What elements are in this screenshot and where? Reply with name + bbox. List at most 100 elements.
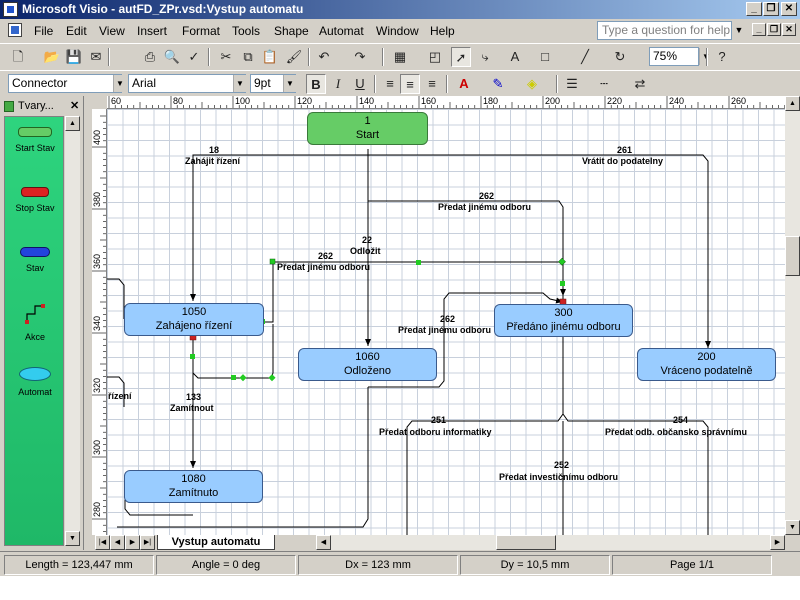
node-1080[interactable]: 1080 Zamítnuto — [124, 470, 263, 503]
line-tool-icon[interactable]: ╱ — [581, 49, 589, 64]
vertical-scrollbar[interactable]: ▲ ▼ — [785, 96, 800, 535]
horizontal-scrollbar[interactable]: ◀ ▶ — [316, 535, 785, 550]
master-label: Automat — [18, 387, 52, 397]
restore-button[interactable]: ❐ — [763, 2, 779, 16]
visio-app-icon[interactable] — [3, 2, 18, 17]
menu-view[interactable]: View — [99, 24, 125, 38]
ask-dropdown-icon[interactable]: ▼ — [734, 25, 744, 35]
cut-icon[interactable]: ✂ — [220, 49, 232, 64]
horizontal-scroll-thumb[interactable] — [496, 535, 556, 550]
menu-insert[interactable]: Insert — [137, 24, 168, 38]
underline-button[interactable]: U — [355, 76, 365, 91]
rotate-icon[interactable]: ↻ — [614, 49, 626, 64]
master-start-stav[interactable]: Start Stav — [5, 127, 65, 153]
size-dropdown-icon[interactable]: ▼ — [283, 75, 296, 92]
menu-window[interactable]: Window — [376, 24, 419, 38]
style-dropdown-icon[interactable]: ▼ — [113, 75, 126, 92]
scroll-left-icon[interactable]: ◀ — [316, 535, 331, 550]
doc-restore-button[interactable]: ❐ — [767, 23, 781, 36]
menu-format[interactable]: Format — [182, 24, 221, 38]
menu-automat[interactable]: Automat — [319, 24, 364, 38]
menu-shape[interactable]: Shape — [274, 24, 309, 38]
next-page-icon[interactable]: ▶ — [125, 535, 140, 550]
style-combo[interactable]: Connector — [8, 74, 122, 93]
connector-254 — [562, 413, 709, 535]
scroll-up-icon[interactable]: ▲ — [785, 96, 800, 111]
zoom-combo[interactable]: 75% — [649, 47, 699, 66]
scroll-up-icon[interactable]: ▲ — [65, 116, 80, 131]
scroll-right-icon[interactable]: ▶ — [770, 535, 785, 550]
close-button[interactable]: ✕ — [781, 2, 797, 16]
align-left-icon[interactable]: ≡ — [386, 76, 394, 91]
ruler-label: 100 — [235, 96, 250, 106]
italic-button[interactable]: I — [335, 76, 341, 91]
redo-icon[interactable]: ↷ — [354, 49, 366, 64]
node-200[interactable]: 200 Vráceno podatelně — [637, 348, 776, 381]
first-page-icon[interactable]: |◀ — [95, 535, 110, 550]
page-tab[interactable]: Vystup automatu — [157, 535, 275, 550]
node-1050[interactable]: 1050 Zahájeno řízení — [124, 303, 264, 336]
align-right-icon[interactable]: ≡ — [428, 76, 436, 91]
doc-close-button[interactable]: ✕ — [782, 23, 796, 36]
menu-tools[interactable]: Tools — [232, 24, 261, 38]
paste-icon[interactable]: 📋 — [261, 49, 279, 64]
menu-edit[interactable]: Edit — [66, 24, 87, 38]
save-icon[interactable]: 💾 — [65, 49, 83, 64]
document-icon[interactable] — [8, 23, 22, 37]
line-color-icon[interactable]: ✎ — [492, 76, 504, 91]
node-1060[interactable]: 1060 Odloženo — [298, 348, 437, 381]
last-page-icon[interactable]: ▶| — [140, 535, 155, 550]
stamp-icon[interactable]: ◰ — [428, 49, 442, 64]
master-stop-stav[interactable]: Stop Stav — [5, 187, 65, 213]
open-icon[interactable]: 📂 — [43, 49, 61, 64]
ruler-label: 160 — [421, 96, 436, 106]
align-center-icon[interactable]: ≡ — [400, 74, 420, 94]
status-dx: Dx = 123 mm — [298, 555, 458, 575]
permission-icon[interactable]: ✉ — [90, 49, 102, 64]
print-icon[interactable]: ⎙ — [144, 49, 156, 64]
transition-text: Zahájit řízení — [185, 156, 241, 166]
prev-page-icon[interactable]: ◀ — [110, 535, 125, 550]
stencil-scrollbar[interactable]: ▲ ▼ — [65, 116, 80, 546]
fill-color-icon[interactable]: ◈ — [527, 76, 537, 91]
format-painter-icon[interactable]: 🖌 — [285, 49, 303, 64]
shapes-icon[interactable]: ▦ — [393, 49, 407, 64]
font-dropdown-icon[interactable]: ▼ — [233, 75, 246, 92]
line-weight-icon[interactable]: ☰ — [566, 76, 578, 91]
spelling-icon[interactable]: ✓ — [188, 49, 200, 64]
node-id: 1050 — [181, 306, 207, 318]
master-akce[interactable]: Akce — [5, 302, 65, 342]
drawing-page[interactable]: 1 Start 1050 Zahájeno řízení 1060 Odlože… — [107, 109, 785, 535]
node-start[interactable]: 1 Start — [307, 112, 428, 145]
print-preview-icon[interactable]: 🔍 — [163, 49, 181, 64]
node-300[interactable]: 300 Předáno jinému odboru — [494, 304, 633, 337]
rectangle-tool-icon[interactable]: □ — [541, 49, 549, 64]
menu-help[interactable]: Help — [430, 24, 455, 38]
undo-icon[interactable]: ↶ — [318, 49, 330, 64]
pointer-tool-icon[interactable]: ➚ — [451, 47, 471, 67]
stencil-header[interactable]: Tvary... ✕ — [2, 98, 82, 115]
help-icon[interactable]: ? — [718, 49, 726, 64]
line-ends-icon[interactable]: ⇄ — [634, 76, 646, 91]
scroll-down-icon[interactable]: ▼ — [785, 520, 800, 535]
ask-question-input[interactable]: Type a question for help — [597, 21, 732, 40]
vertical-scroll-thumb[interactable] — [785, 236, 800, 276]
doc-minimize-button[interactable]: _ — [752, 23, 766, 36]
connector-tool-icon[interactable]: ⤷ — [481, 49, 489, 64]
bold-button[interactable]: B — [306, 74, 326, 94]
master-stav[interactable]: Stav — [5, 247, 65, 273]
stencil-close-icon[interactable]: ✕ — [70, 100, 80, 112]
new-icon[interactable]: 🗋 — [12, 49, 24, 64]
font-combo[interactable]: Arial — [128, 74, 246, 93]
zoom-dropdown-icon[interactable]: ▼ — [699, 48, 712, 65]
text-tool-icon[interactable]: A — [510, 49, 520, 64]
menu-file[interactable]: File — [34, 24, 54, 38]
copy-icon[interactable]: ⧉ — [243, 49, 253, 64]
master-automat[interactable]: Automat — [5, 367, 65, 397]
font-color-icon[interactable]: A — [459, 76, 469, 91]
line-pattern-icon[interactable]: ┄ — [600, 76, 608, 91]
minimize-button[interactable]: _ — [746, 2, 762, 16]
scroll-down-icon[interactable]: ▼ — [65, 531, 80, 546]
